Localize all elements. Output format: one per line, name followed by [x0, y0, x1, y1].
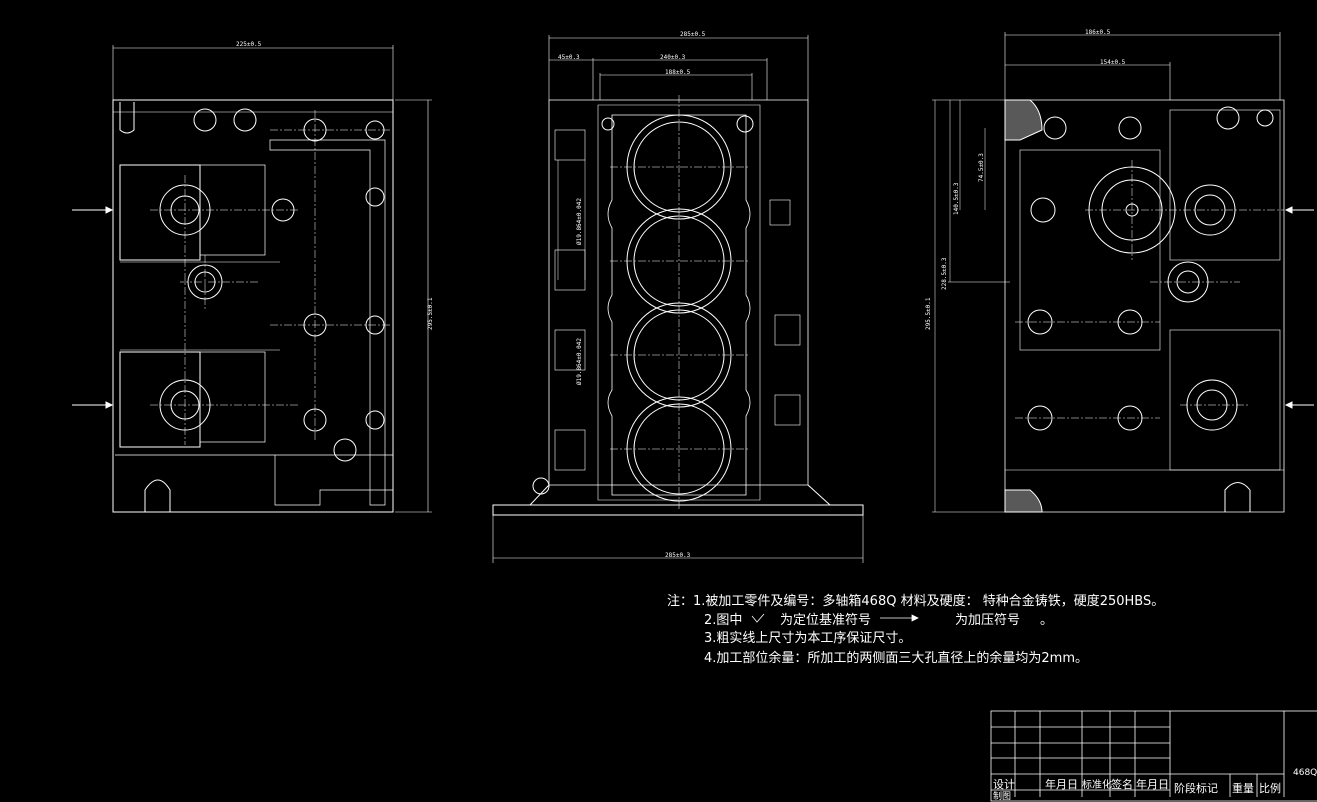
right-top1-dim: 186±0.5 [1085, 29, 1111, 36]
locating-symbol [751, 613, 765, 623]
right-top2-dim: 154±0.5 [1100, 59, 1126, 66]
mid-bore1-dim: Ø19.864±0.042 [576, 198, 583, 245]
left-height-dim: 295.5±0.1 [427, 297, 434, 330]
right-v1-dim: 295.5±0.1 [925, 297, 932, 330]
note-line-2c: 为加压符号 [955, 613, 1021, 628]
note-line-2d: 。 [1040, 613, 1054, 628]
tb-weight: 重量 [1232, 782, 1254, 795]
note-line-2a: 2.图中 [704, 613, 743, 628]
tb-stage: 阶段标记 [1174, 782, 1218, 795]
left-width-dim: 225±0.5 [236, 41, 262, 48]
mid-inner2-dim: 188±0.5 [665, 69, 691, 76]
tb-design: 设计 [993, 778, 1015, 791]
note-line-4: 4.加工部位余量：所加工的两侧面三大孔直径上的余量均为2mm。 [704, 651, 1089, 666]
note-line-1: 注：1.被加工零件及编号：多轴箱468Q 材料及硬度： 特种合金铸铁，硬度250… [667, 594, 1165, 609]
tb-date2: 年月日 [1136, 778, 1169, 791]
right-v4-dim: 74.5±0.3 [978, 153, 985, 182]
note-line-2b: 为定位基准符号 [780, 613, 872, 628]
clamping-symbol [880, 614, 919, 622]
mid-left-dim: 45±0.3 [558, 54, 580, 61]
tb-date1: 年月日 [1045, 778, 1078, 791]
right-v3-dim: 140.5±0.3 [953, 182, 960, 215]
right-v2-dim: 228.5±0.3 [941, 257, 948, 290]
mid-inner-dim: 240±0.3 [660, 54, 686, 61]
note-line-3: 3.粗实线上尺寸为本工序保证尺寸。 [704, 631, 912, 646]
tb-draw: 制图 [993, 792, 1012, 802]
mid-bottom-dim: 285±0.3 [665, 552, 691, 559]
tb-code: 468Q [1293, 768, 1317, 778]
mid-total-dim: 285±0.5 [680, 31, 706, 38]
tb-sign: 签名 [1111, 778, 1133, 791]
tb-scale: 比例 [1259, 782, 1281, 795]
title-block [990, 710, 1317, 802]
right-view: 186±0.5 154±0.5 [925, 29, 1314, 513]
left-view: 225±0.5 295.5±0.1 [72, 41, 434, 513]
middle-view: 285±0.5 45±0.3 240±0.3 188±0.5 285±0.3 [492, 31, 864, 563]
mid-bore2-dim: Ø19.864±0.042 [576, 338, 583, 385]
tb-std: 标准化 [1082, 780, 1112, 791]
